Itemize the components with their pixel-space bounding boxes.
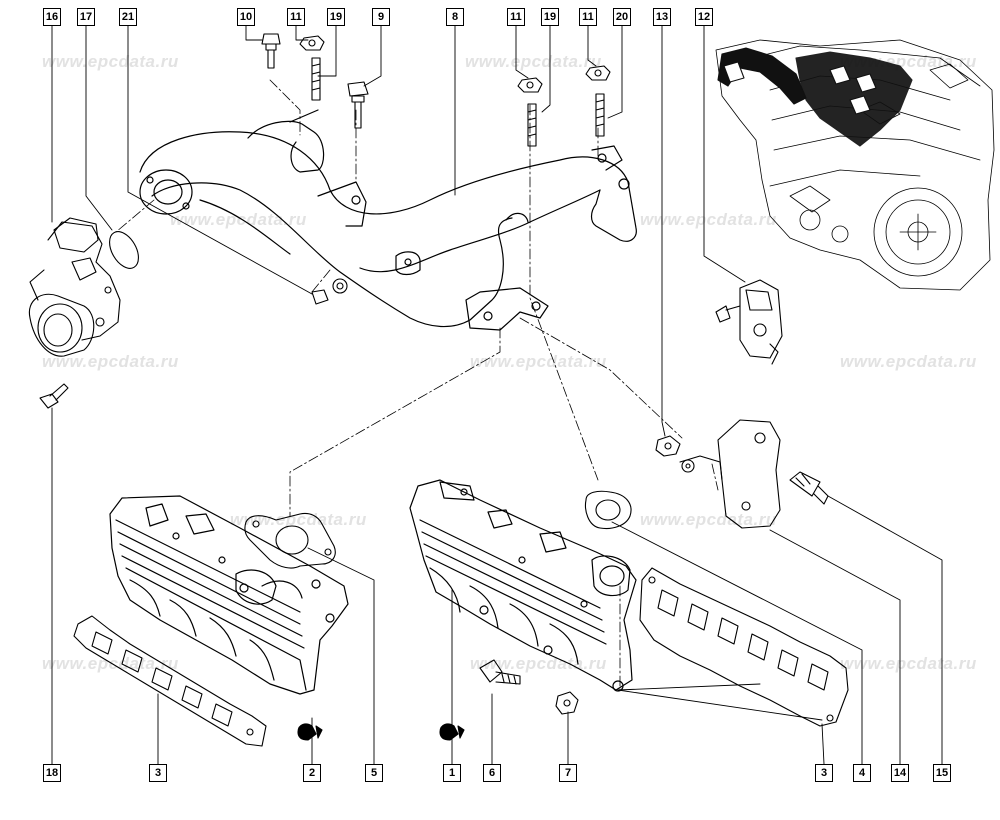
callout-6: 6 [483,764,501,782]
bolt-9 [347,81,369,129]
bolt-6 [479,659,521,685]
callout-4: 4 [853,764,871,782]
callout-2: 2 [303,764,321,782]
gasket-4 [584,490,632,530]
watermark: www.epcdata.ru [42,352,179,371]
callout-5: 5 [365,764,383,782]
callout-8: 8 [446,8,464,26]
watermark: www.epcdata.ru [230,510,367,529]
watermark: www.epcdata.ru [640,210,777,229]
bracket-14 [679,419,781,529]
clip-icon [297,723,323,741]
clip-icon [439,723,465,741]
stud-20 [595,93,605,137]
nut-13 [655,435,681,457]
callout-11: 11 [579,8,597,26]
bolt-15 [789,471,829,505]
callout-13: 13 [653,8,671,26]
leader-lines [51,25,746,437]
nut-11 [517,77,543,93]
fasteners-top [261,33,611,305]
manifold-gasket-right [639,567,849,727]
watermark: www.epcdata.ru [640,510,777,529]
intake-pipe [139,109,637,331]
watermark: www.epcdata.ru [42,654,179,673]
bolt-18 [39,383,69,409]
callout-19: 19 [327,8,345,26]
callout-16: 16 [43,8,61,26]
callout-1: 1 [443,764,461,782]
sensor-12 [715,279,783,365]
gasket-5 [244,512,336,569]
exhaust-manifold-center [409,479,637,692]
watermark: www.epcdata.ru [470,352,607,371]
callout-7: 7 [559,764,577,782]
callout-3: 3 [815,764,833,782]
callout-12: 12 [695,8,713,26]
engine-intake-highlight [717,47,913,147]
callout-11: 11 [507,8,525,26]
callout-10: 10 [237,8,255,26]
callout-3: 3 [149,764,167,782]
alignment-lines [115,79,719,691]
callout-21: 21 [119,8,137,26]
callout-18: 18 [43,764,61,782]
callout-14: 14 [891,764,909,782]
callout-15: 15 [933,764,951,782]
stud-19 [527,103,537,147]
watermark: www.epcdata.ru [170,210,307,229]
nut-21 [311,289,329,305]
watermark: www.epcdata.ru [840,352,977,371]
nut-11 [299,35,325,51]
callout-9: 9 [372,8,390,26]
callout-11: 11 [287,8,305,26]
bolt-10 [261,33,281,69]
exhaust-manifold-left [109,495,349,695]
callout-19: 19 [541,8,559,26]
leader-lines [51,407,943,765]
nut-11 [585,65,611,81]
watermark: www.epcdata.ru [470,654,607,673]
throttle-body [28,217,139,357]
stud-19 [311,57,321,101]
watermark: www.epcdata.ru [42,52,179,71]
callout-20: 20 [613,8,631,26]
callout-17: 17 [77,8,95,26]
watermark: www.epcdata.ru [465,52,602,71]
nut-7 [555,691,579,715]
manifold-gasket-left [73,615,267,747]
